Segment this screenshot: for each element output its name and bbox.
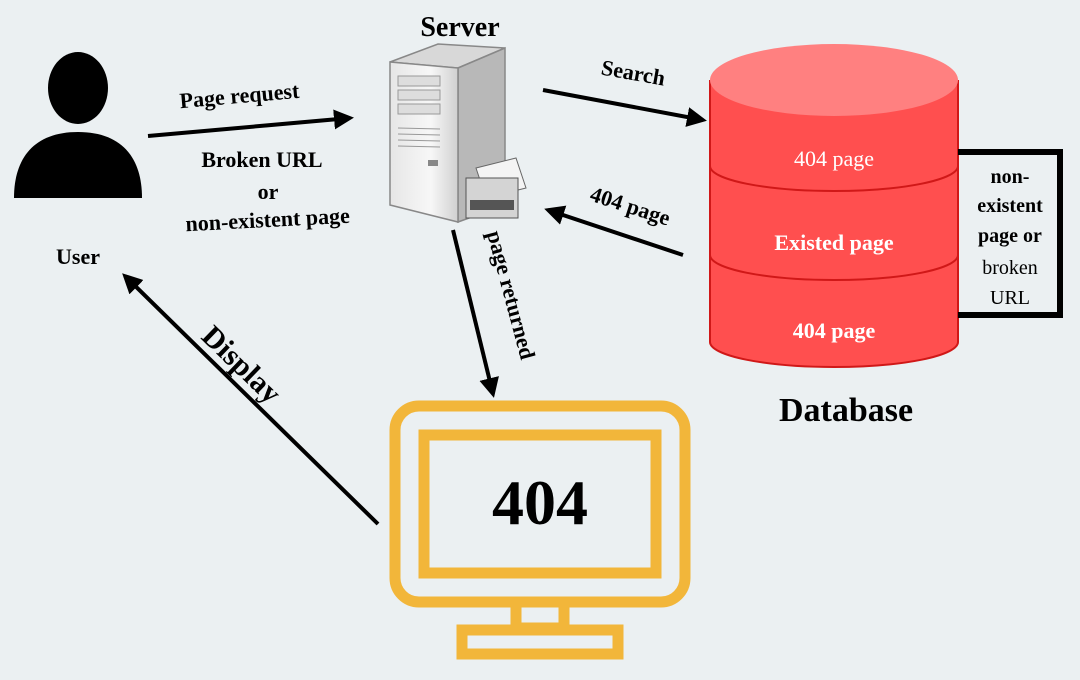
page-request-label: Page request	[179, 78, 301, 113]
bracket-note-line-3: page or	[978, 225, 1042, 247]
server-label: Server	[420, 12, 499, 43]
search-arrow	[542, 88, 707, 127]
database-label: Database	[779, 392, 913, 429]
bracket-note-line-1: non-	[991, 166, 1030, 188]
display-label: Display	[195, 319, 287, 410]
monitor-404-text: 404	[492, 467, 588, 538]
non-existent-page-label: non-existent page	[185, 203, 351, 237]
user-label: User	[56, 244, 100, 269]
page-returned-label: page returned	[482, 228, 540, 362]
bracket-note-line-4: broken	[982, 257, 1038, 279]
bracket-note-line-5: URL	[990, 287, 1030, 309]
user-icon	[14, 52, 142, 198]
page-request-arrow	[147, 109, 354, 138]
db-layer-middle-label: Existed page	[774, 230, 893, 255]
page-returned-arrow	[451, 229, 499, 398]
db-layer-top-label: 404 page	[794, 146, 874, 171]
bracket-line	[958, 149, 1063, 318]
bracket-note-line-2: existent	[977, 195, 1043, 217]
broken-url-label: Broken URL	[201, 147, 322, 172]
404-page-arrow	[544, 205, 684, 257]
search-label: Search	[599, 55, 667, 91]
monitor-icon	[389, 400, 691, 660]
or-label: or	[258, 179, 279, 204]
display-arrow	[122, 273, 380, 526]
404-page-edge-label: 404 page	[587, 181, 673, 230]
server-icon	[389, 43, 527, 224]
database-icon	[709, 44, 959, 368]
db-layer-bottom-label: 404 page	[793, 318, 876, 343]
